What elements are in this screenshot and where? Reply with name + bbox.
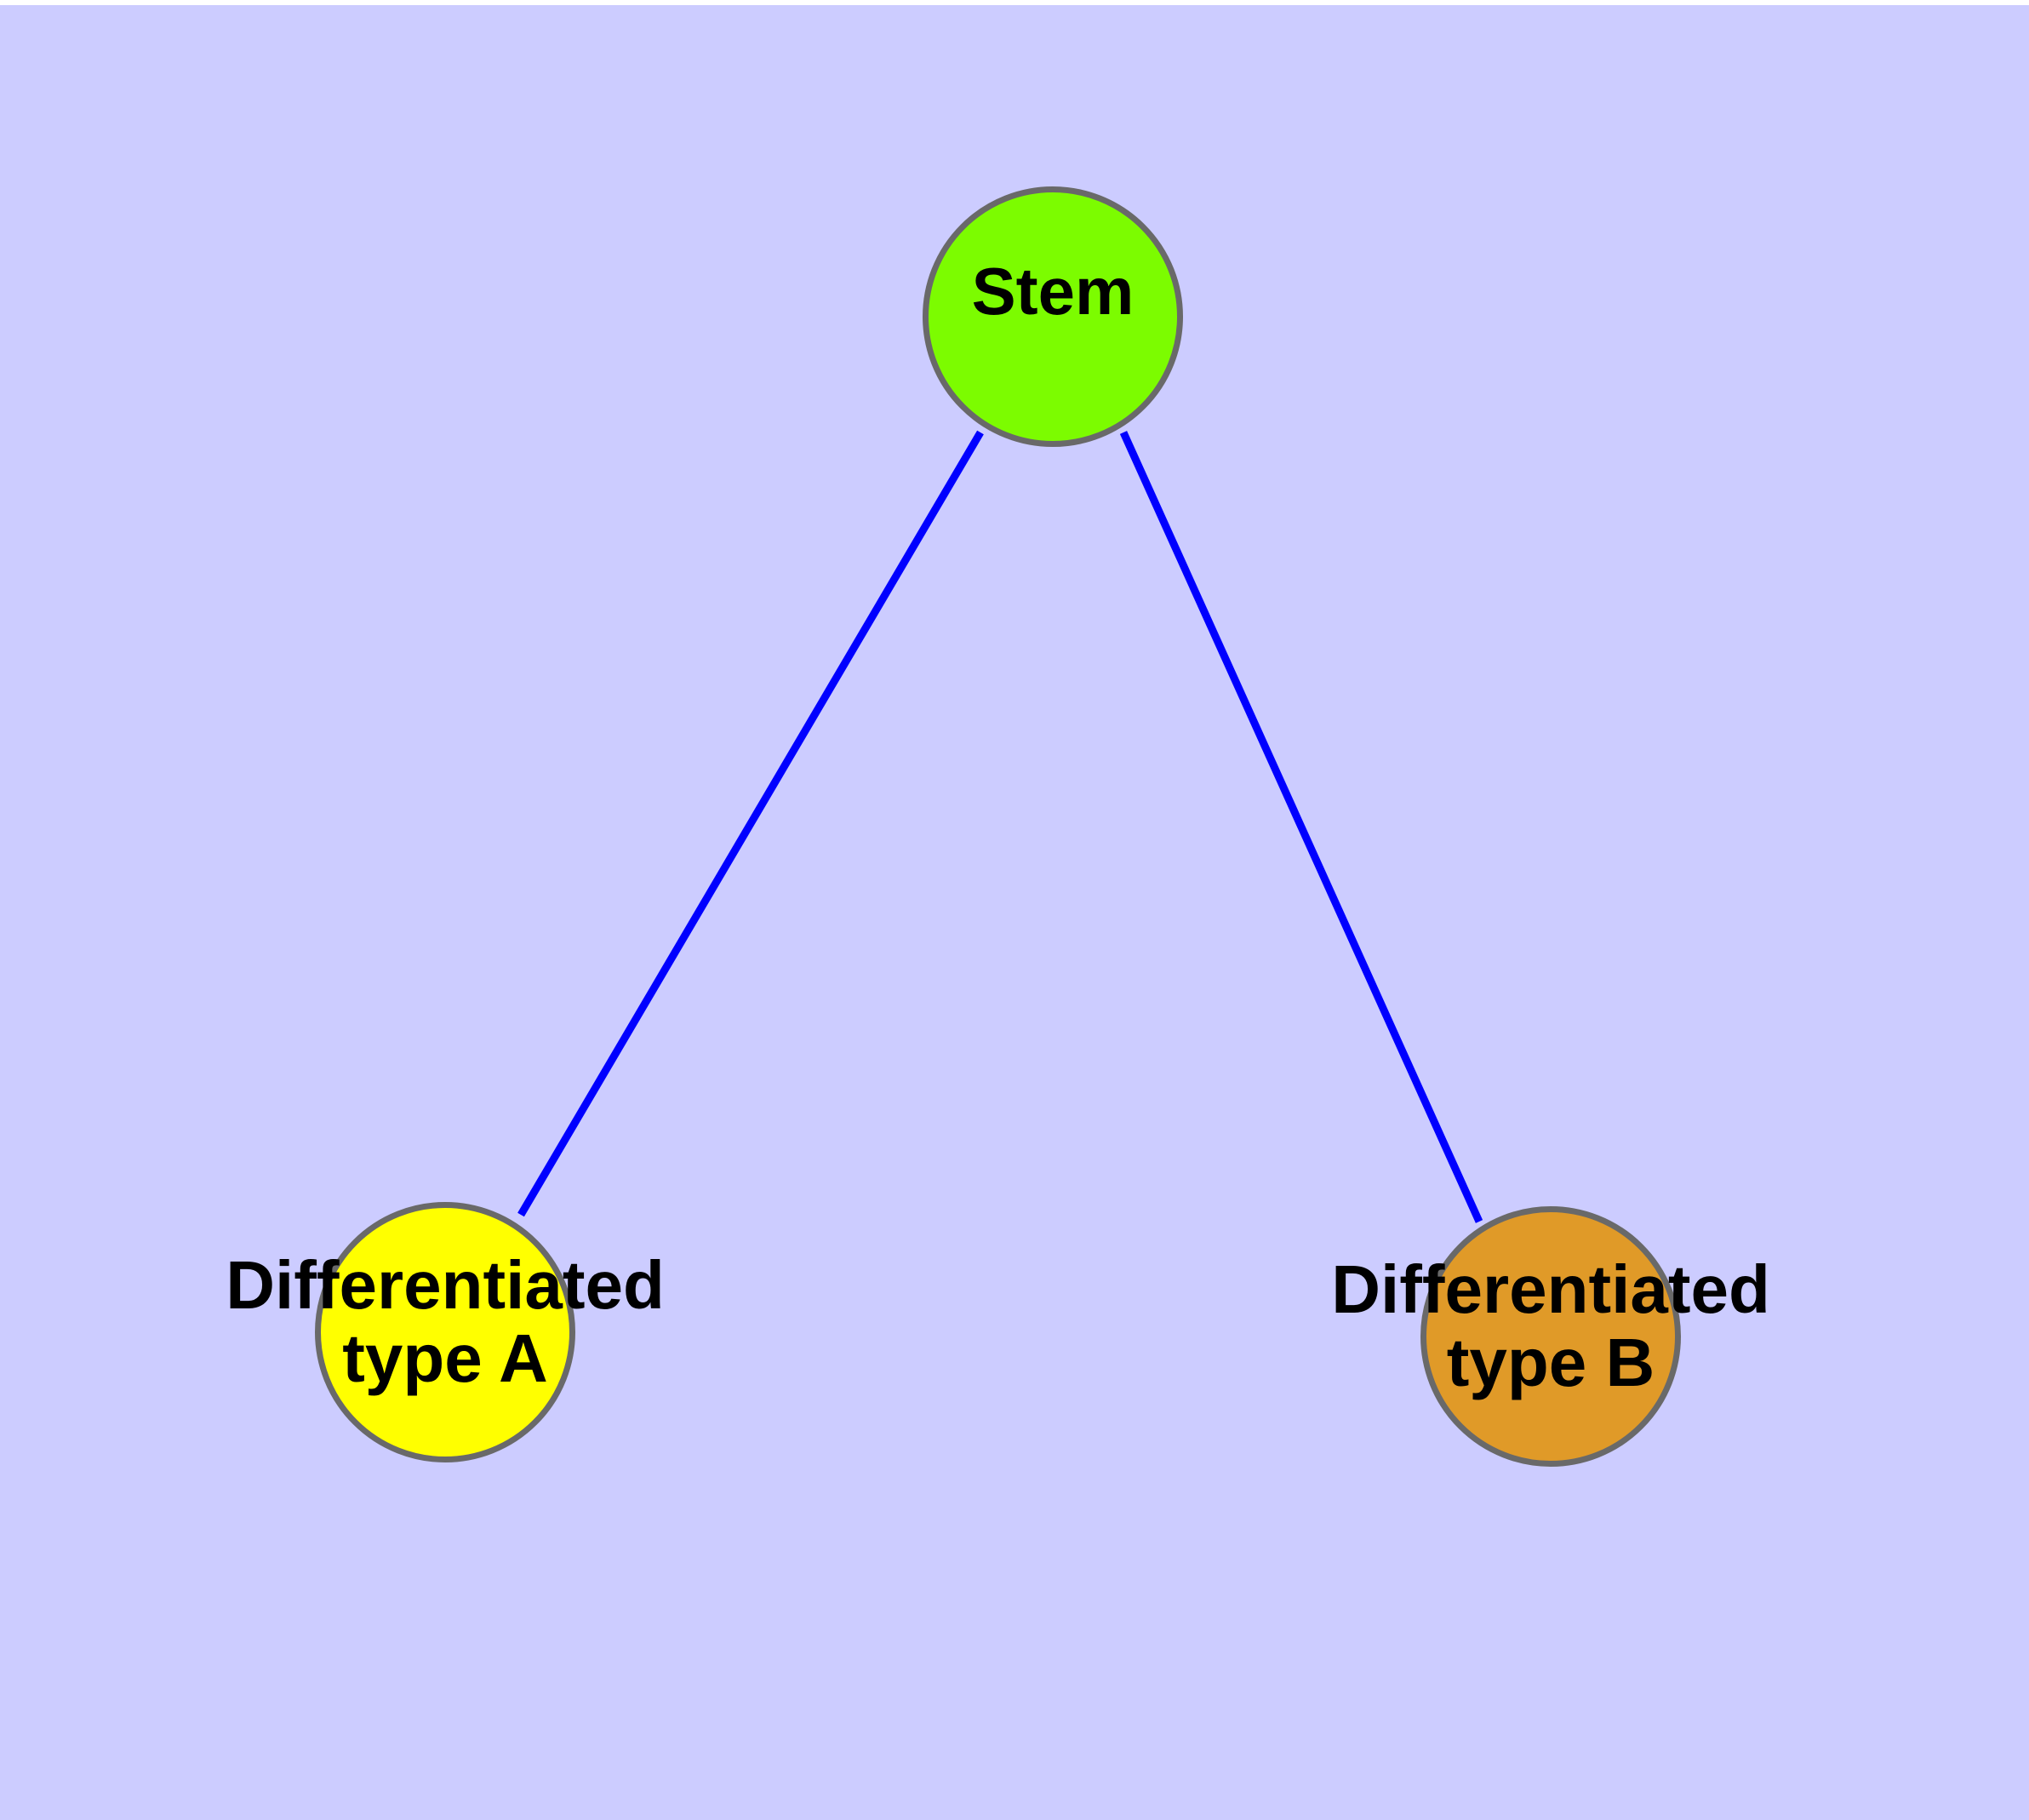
edge-stem-to-diff-b (1119, 431, 1483, 1223)
node-differentiated-type-a[interactable] (315, 1202, 575, 1462)
top-white-strip (0, 0, 2029, 5)
node-differentiated-type-b[interactable] (1420, 1206, 1681, 1467)
edge-stem-to-diff-a (517, 430, 984, 1217)
node-stem[interactable] (923, 186, 1183, 447)
